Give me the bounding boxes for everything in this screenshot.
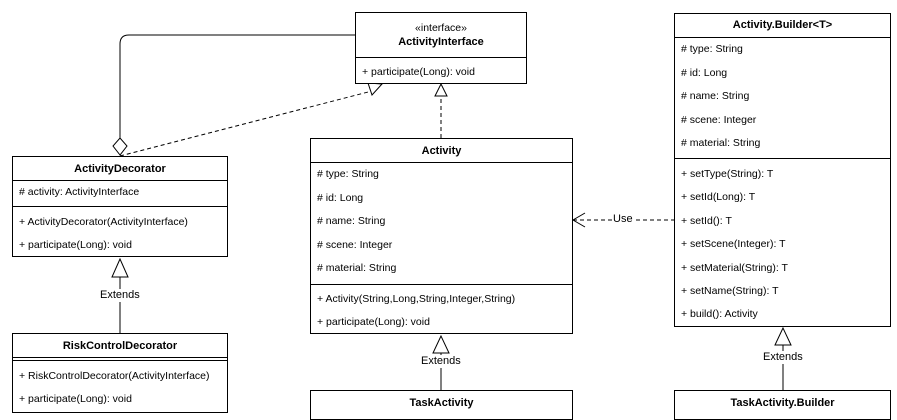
class-field: # scene: Integer: [681, 114, 757, 126]
use-dependency-arrowhead: [572, 212, 586, 228]
class-field: # type: String: [681, 43, 743, 55]
divider: [13, 180, 227, 181]
class-risk-control-decorator[interactable]: RiskControlDecorator + RiskControlDecora…: [12, 333, 228, 413]
class-stereotype: «interface»: [415, 22, 467, 34]
divider: [13, 360, 227, 361]
risk-extends-arrowhead: [111, 257, 129, 278]
class-name: ActivityInterface: [398, 36, 484, 48]
class-task-activity[interactable]: TaskActivity: [310, 390, 573, 420]
class-method: + setType(String): T: [681, 168, 774, 180]
class-activity[interactable]: Activity # type: String # id: Long # nam…: [310, 138, 573, 334]
class-name: RiskControlDecorator: [62, 340, 178, 352]
divider: [311, 162, 572, 163]
class-field: # activity: ActivityInterface: [19, 186, 140, 198]
class-name: TaskActivity.Builder: [730, 397, 835, 409]
class-field: # name: String: [681, 90, 750, 102]
divider: [675, 158, 890, 159]
class-method: + setId(): T: [681, 215, 732, 227]
class-field: # id: Long: [317, 192, 364, 204]
class-method: + participate(Long): void: [317, 316, 430, 328]
decorator-realization-edge: [119, 90, 373, 157]
divider: [675, 37, 890, 38]
class-name: Activity: [421, 145, 462, 157]
use-label: Use: [612, 213, 634, 226]
class-name: ActivityDecorator: [74, 163, 166, 175]
class-method: + setId(Long): T: [681, 191, 756, 203]
class-field: # material: String: [317, 262, 397, 274]
class-method: + participate(Long): void: [19, 239, 132, 251]
class-method: + setName(String): T: [681, 285, 779, 297]
divider: [356, 57, 526, 58]
class-name: Activity.Builder<T>: [732, 19, 833, 31]
class-header: «interface» ActivityInterface: [356, 21, 526, 49]
class-activity-interface[interactable]: «interface» ActivityInterface + particip…: [355, 12, 527, 84]
class-field: # id: Long: [681, 67, 728, 79]
class-field: # material: String: [681, 137, 761, 149]
class-field: # scene: Integer: [317, 239, 393, 251]
class-method: + build(): Activity: [681, 308, 758, 320]
class-method: + setScene(Integer): T: [681, 238, 786, 250]
class-method: + setMaterial(String): T: [681, 262, 788, 274]
extends-label-builder: Extends: [762, 351, 804, 364]
class-method: + Activity(String,Long,String,Integer,St…: [317, 293, 516, 305]
class-activity-decorator[interactable]: ActivityDecorator # activity: ActivityIn…: [12, 156, 228, 257]
class-activity-builder[interactable]: Activity.Builder<T> # type: String # id:…: [674, 13, 891, 327]
aggregation-diamond: [112, 137, 128, 156]
task-extends-arrowhead: [432, 334, 450, 354]
aggregation-edge: [119, 34, 356, 138]
class-field: # type: String: [317, 168, 379, 180]
divider: [311, 284, 572, 285]
class-method: + RiskControlDecorator(ActivityInterface…: [19, 370, 210, 382]
divider: [13, 206, 227, 207]
activity-realization-arrowhead: [434, 82, 448, 97]
builder-extends-arrowhead: [774, 326, 792, 346]
extends-label-risk: Extends: [99, 289, 141, 302]
decorator-realization-arrowhead: [367, 82, 384, 96]
class-method: + participate(Long): void: [362, 66, 475, 78]
class-method: + ActivityDecorator(ActivityInterface): [19, 216, 188, 228]
class-task-activity-builder[interactable]: TaskActivity.Builder: [674, 390, 891, 420]
extends-label-task: Extends: [420, 355, 462, 368]
class-name: TaskActivity: [409, 397, 474, 409]
class-field: # name: String: [317, 215, 386, 227]
divider: [13, 357, 227, 358]
